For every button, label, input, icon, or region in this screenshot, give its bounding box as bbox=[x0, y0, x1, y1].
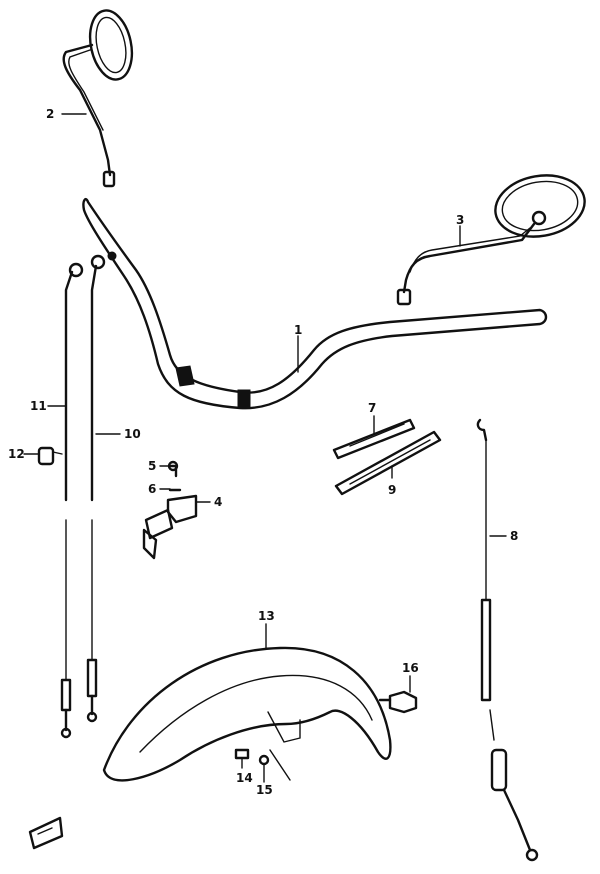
callout-12: 12 bbox=[8, 447, 25, 461]
callout-3: 3 bbox=[456, 213, 464, 227]
front-fender bbox=[102, 646, 392, 782]
callout-6: 6 bbox=[148, 482, 156, 496]
callout-10: 10 bbox=[124, 427, 141, 441]
callout-5: 5 bbox=[148, 459, 156, 473]
cable-clip bbox=[37, 446, 63, 466]
leader-lines bbox=[23, 113, 507, 783]
callout-4: 4 bbox=[214, 495, 222, 509]
bolt-16 bbox=[378, 690, 418, 714]
callout-7: 7 bbox=[368, 401, 376, 415]
callout-14: 14 bbox=[236, 771, 253, 785]
band-9 bbox=[334, 430, 442, 496]
callout-8: 8 bbox=[510, 529, 518, 543]
left-mirror bbox=[62, 9, 134, 188]
callout-9: 9 bbox=[388, 483, 396, 497]
switch-assembly bbox=[142, 460, 198, 560]
band-7 bbox=[332, 418, 416, 460]
screw-15 bbox=[258, 754, 270, 766]
handlebar bbox=[82, 198, 548, 410]
callout-16: 16 bbox=[402, 661, 419, 675]
cable-11 bbox=[60, 262, 84, 739]
detail-icon bbox=[28, 816, 64, 850]
cable-10 bbox=[86, 254, 106, 723]
cable-end-ball bbox=[107, 251, 117, 261]
right-mirror bbox=[396, 174, 586, 306]
callout-13: 13 bbox=[258, 609, 275, 623]
callout-15: 15 bbox=[256, 783, 273, 797]
cable-8 bbox=[476, 418, 539, 862]
callout-11: 11 bbox=[30, 399, 47, 413]
callout-1: 1 bbox=[294, 323, 302, 337]
screw-14 bbox=[234, 748, 250, 760]
callout-2: 2 bbox=[46, 107, 54, 121]
